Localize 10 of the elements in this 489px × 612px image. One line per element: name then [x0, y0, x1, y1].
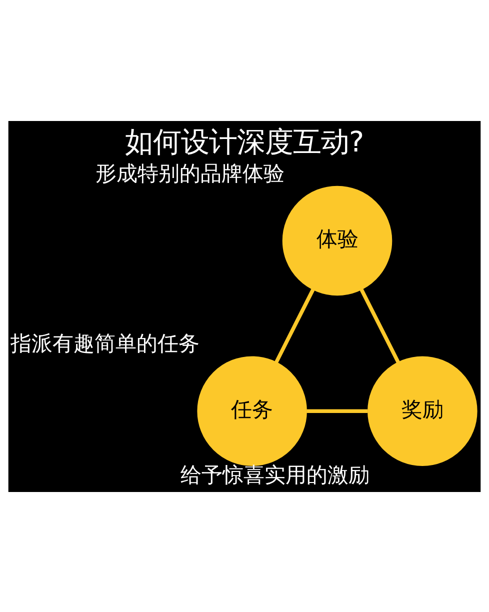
- node-circle: 任务: [197, 356, 307, 466]
- connector: [274, 288, 315, 363]
- node-circle: 奖励: [368, 356, 478, 466]
- node-circle: 体验: [282, 185, 392, 296]
- connector: [360, 288, 400, 363]
- node-label: 给予惊喜实用的激励: [180, 462, 370, 487]
- node-label: 指派有趣简单的任务: [10, 331, 200, 356]
- diagram-title: 如何设计深度互动?: [124, 124, 364, 158]
- connector: [306, 408, 368, 412]
- node-label: 形成特别的品牌体验: [96, 160, 285, 185]
